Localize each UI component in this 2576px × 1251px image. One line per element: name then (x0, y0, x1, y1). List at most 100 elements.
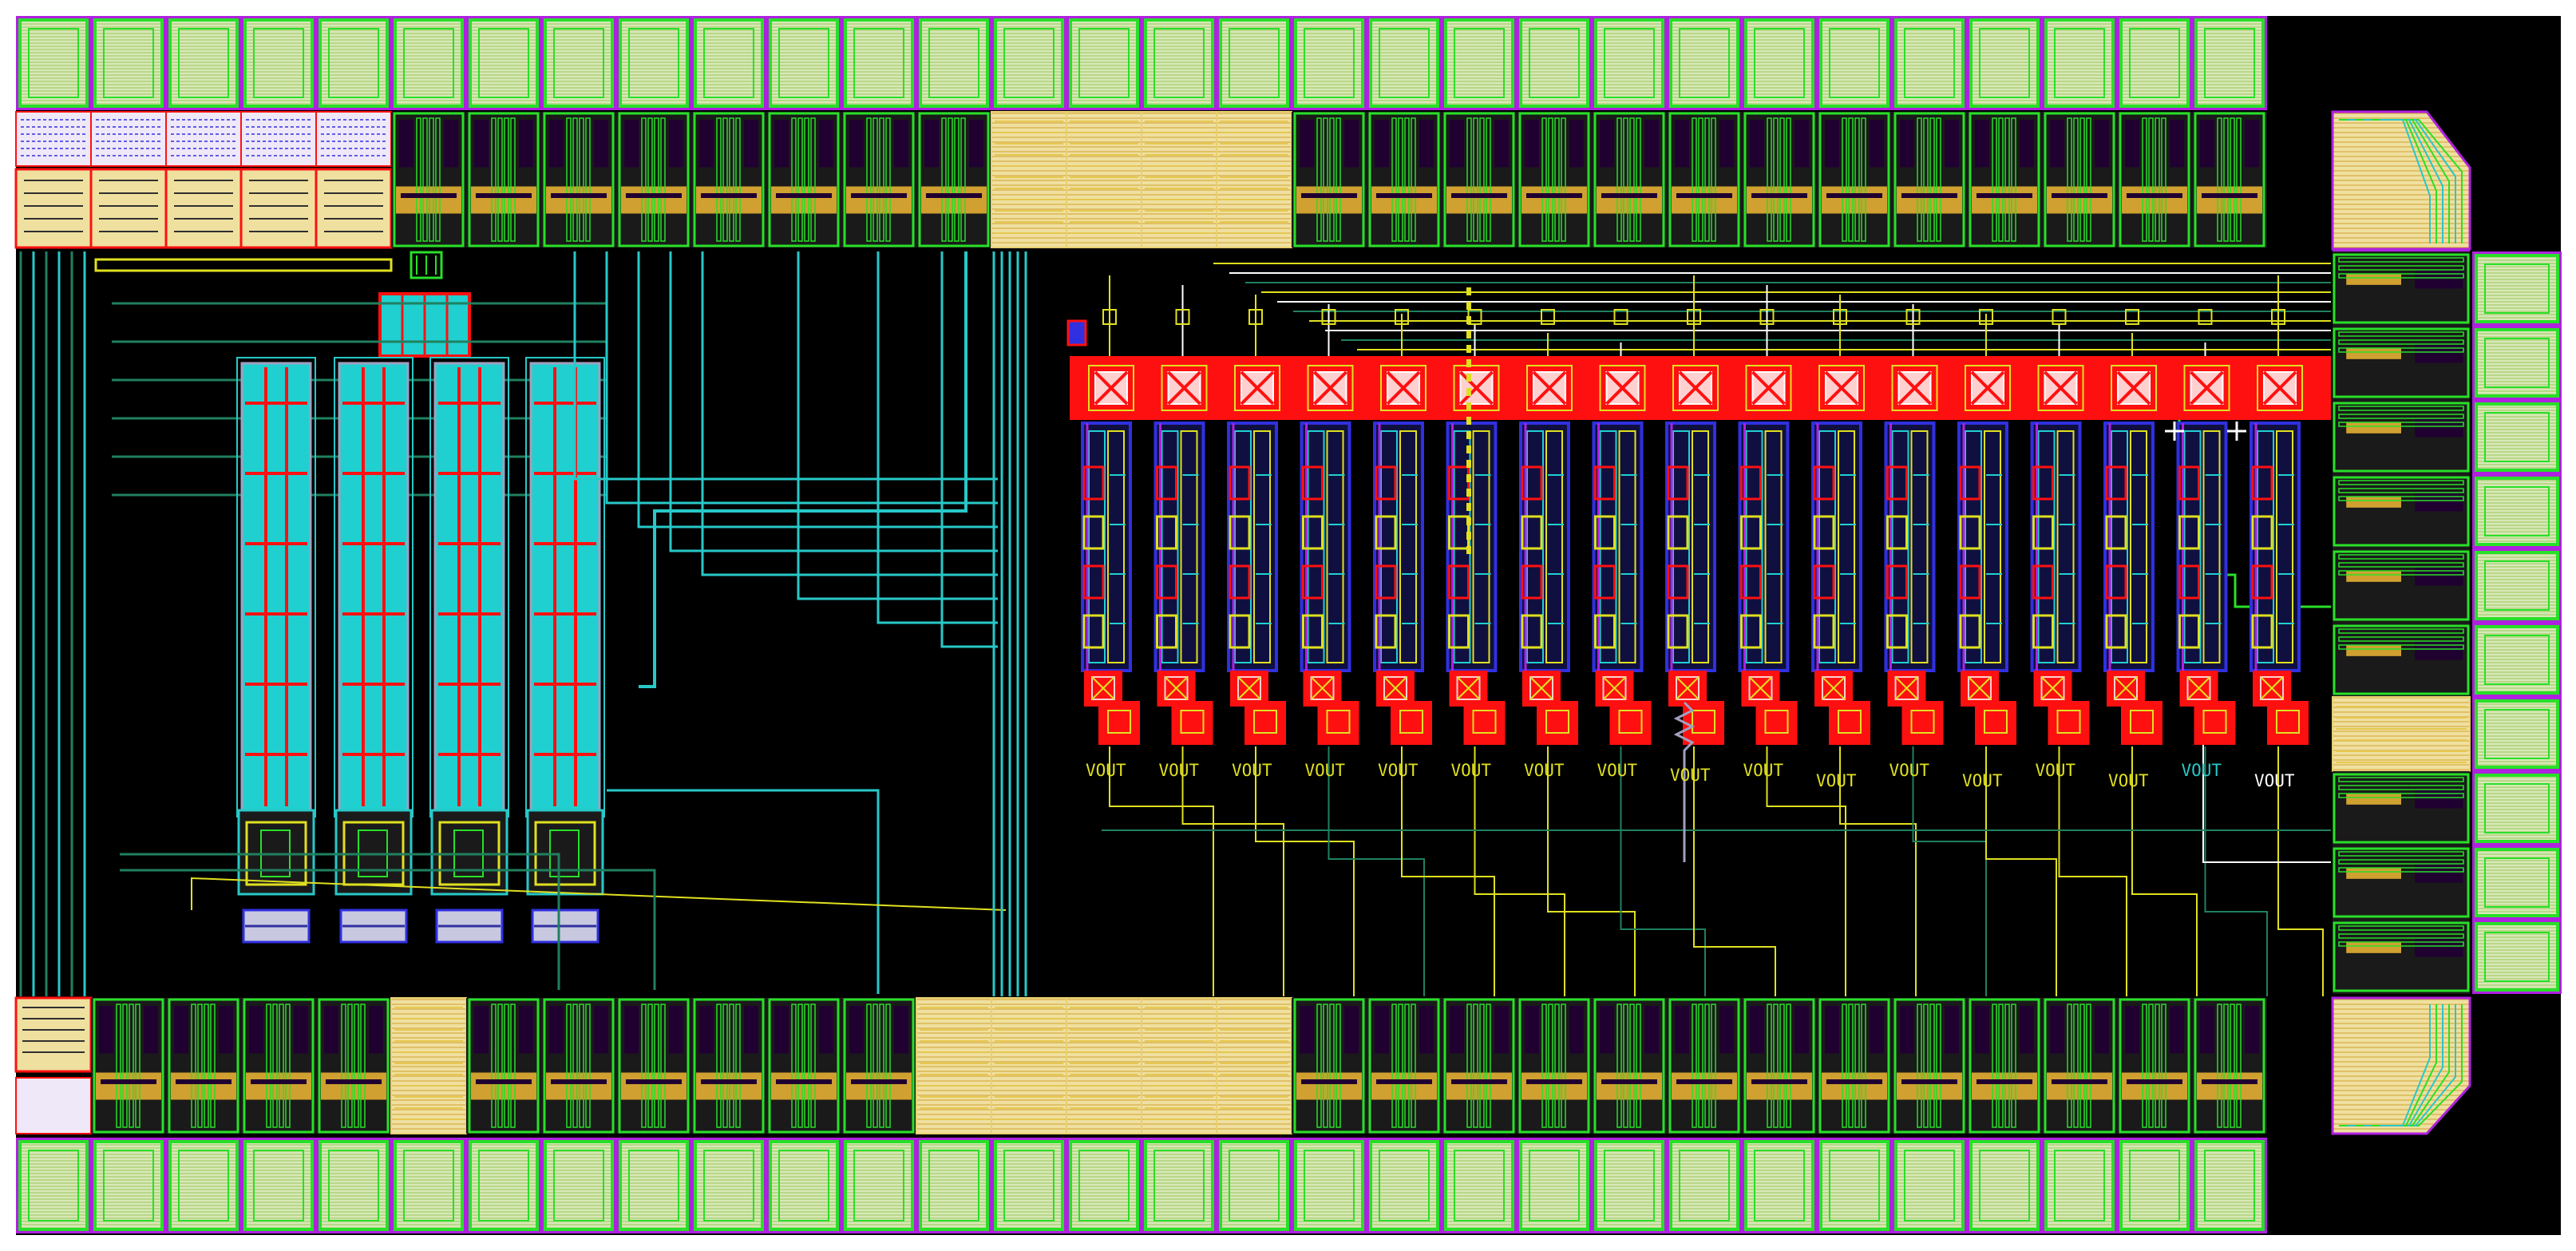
pad-metal (1969, 18, 2040, 108)
driver-column (2250, 422, 2301, 672)
feed-contact (1248, 309, 1263, 325)
io-driver-dark (669, 120, 683, 168)
io-cell (2117, 112, 2192, 247)
io-driver-dark (2415, 938, 2463, 957)
io-finger (1335, 1004, 1341, 1128)
io-finger (1704, 117, 1710, 242)
driver-column (2176, 422, 2228, 672)
via-x (1751, 370, 1786, 406)
io-rail (1526, 193, 1582, 198)
output-transistor (1303, 671, 1359, 745)
bond-pad (1142, 16, 1217, 110)
output-cut (1984, 710, 2008, 734)
output-cut (2040, 676, 2065, 700)
output-cut (1602, 676, 1627, 700)
filler-cell (1141, 111, 1217, 248)
io-finger (1466, 1004, 1472, 1128)
io-finger (2086, 117, 2091, 242)
via-x (1240, 370, 1275, 406)
io-band (2346, 867, 2401, 879)
pad-metal (994, 18, 1064, 108)
pad-metal (469, 1140, 539, 1231)
io-driver-dark (2245, 1006, 2259, 1054)
io-driver-dark (2125, 1006, 2139, 1054)
via-x (1824, 370, 1859, 406)
io-cell (841, 998, 916, 1134)
io-finger (791, 1004, 797, 1128)
driver-segment (1229, 564, 1251, 600)
io-rail (626, 193, 682, 198)
io-driver-dark (1525, 1006, 1539, 1054)
io-finger (716, 117, 722, 242)
io-driver-dark (1870, 120, 1884, 168)
io-finger (1923, 1004, 1929, 1128)
io-finger (272, 1004, 278, 1128)
filler-fill (1066, 997, 1142, 1134)
output-transistor (2253, 671, 2309, 745)
filler-fill (991, 997, 1067, 1134)
io-finger (2073, 117, 2079, 242)
driver-segment (1740, 515, 1762, 550)
io-finger (879, 1004, 884, 1128)
pad-metal (544, 18, 614, 108)
io-band (1521, 186, 1587, 214)
output-transistor (2107, 671, 2162, 745)
io-finger (1548, 117, 1553, 242)
output-x (2114, 676, 2138, 700)
pad-metal (919, 1140, 989, 1231)
output-route (1474, 746, 1565, 996)
pad-opening (1904, 28, 1955, 98)
via-x (1897, 370, 1932, 406)
pad-metal (1594, 18, 1664, 108)
io-cell (2192, 112, 2267, 247)
io-band (846, 186, 912, 214)
bond-pad (1817, 16, 1892, 110)
pad-opening (778, 28, 829, 98)
io-cell-outline (1818, 998, 1890, 1134)
driver-segment (1521, 614, 1543, 649)
io-band (2047, 1072, 2112, 1100)
io-finger (1992, 117, 1997, 242)
bond-pad (16, 16, 91, 110)
top-pad-row (16, 16, 2267, 110)
bond-pad (1517, 1138, 1592, 1233)
output-x (1529, 676, 1553, 700)
bond-pad (316, 1138, 391, 1233)
pad-metal (2194, 18, 2265, 108)
io-driver-dark (2200, 120, 2214, 168)
driver-segment (1886, 465, 1908, 501)
bond-pad (1367, 16, 1442, 110)
io-finger (1466, 117, 1472, 242)
io-finger (2230, 1004, 2235, 1128)
driver-column (2030, 422, 2082, 672)
io-rail (176, 1079, 231, 1084)
pad-opening (1003, 28, 1055, 98)
filler-fill (1216, 111, 1292, 248)
output-x (2186, 676, 2211, 700)
io-band (321, 1072, 386, 1100)
io-finger (2338, 570, 2464, 576)
bond-pad (1442, 16, 1517, 110)
io-finger (654, 117, 659, 242)
output-route (2058, 746, 2127, 996)
logic-cell (14, 111, 93, 249)
io-finger (2338, 925, 2464, 931)
vout-label: VOUT (2036, 761, 2076, 780)
io-cell (916, 112, 991, 247)
logic-cell-bottom (164, 168, 243, 249)
via-x (1313, 370, 1347, 406)
io-rail (2127, 1079, 2182, 1084)
driver-finger (1672, 430, 1690, 663)
io-finger (2338, 867, 2464, 873)
driver-segment (1740, 564, 1762, 600)
driver-segment (1667, 564, 1689, 600)
output-cut (2186, 676, 2211, 700)
driver-column (1811, 422, 1862, 672)
driver-segment (1448, 614, 1470, 649)
io-rail (1526, 1079, 1582, 1084)
io-driver-dark (474, 120, 489, 168)
io-cell-outline (1518, 112, 1590, 247)
io-finger (2004, 1004, 2010, 1128)
driver-finger (1618, 430, 1636, 663)
output-cut (1091, 676, 1115, 700)
